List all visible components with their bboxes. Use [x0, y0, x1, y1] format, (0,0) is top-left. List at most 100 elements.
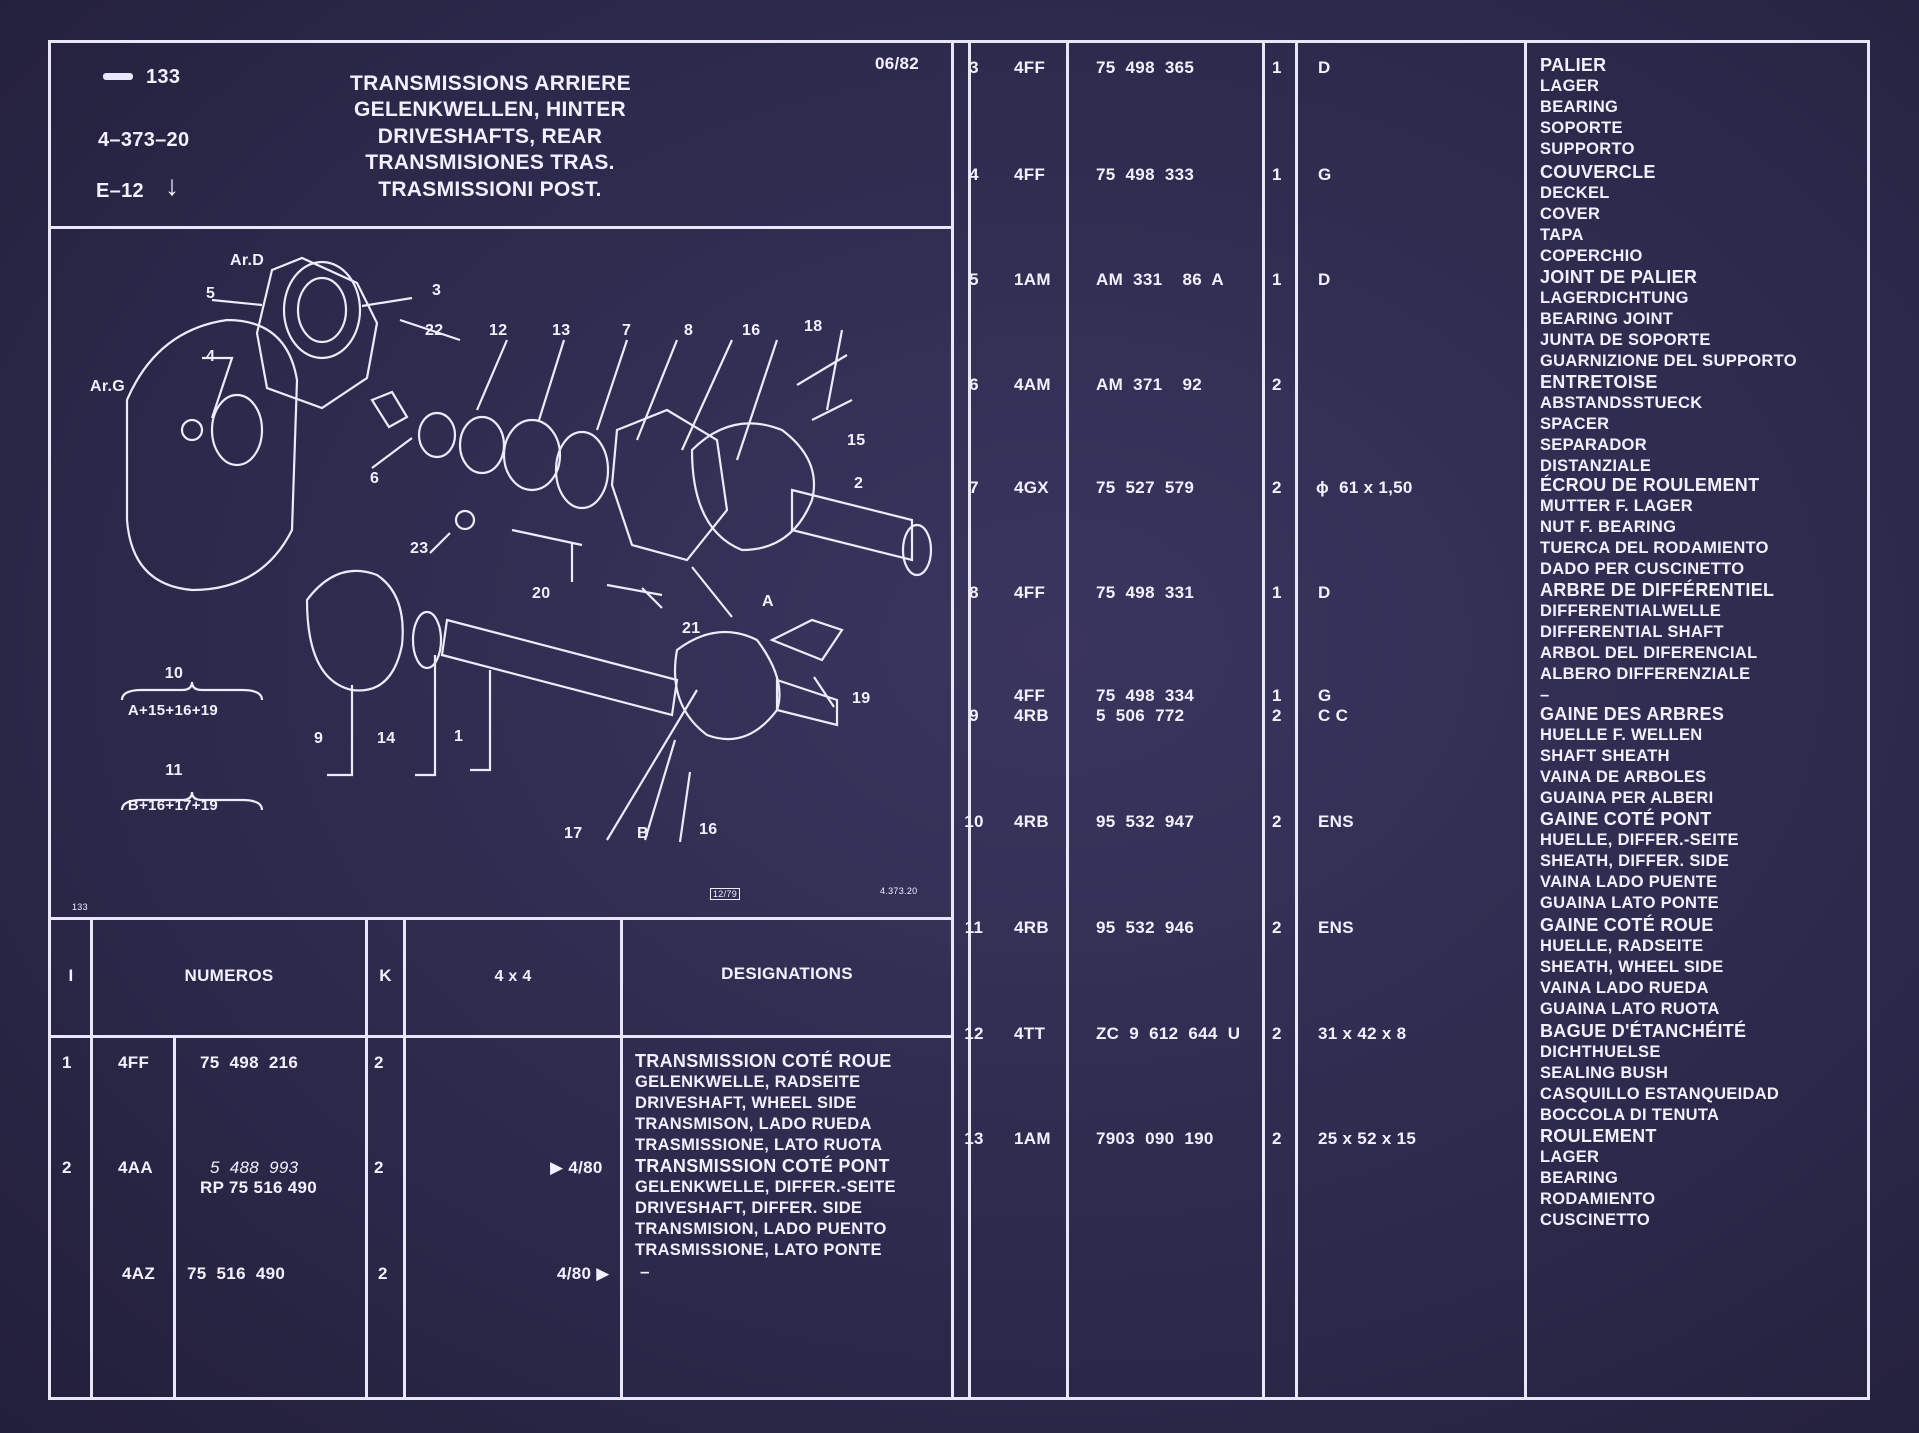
- designation-fr: PALIER: [1540, 55, 1607, 75]
- diagram-footer-page: 133: [72, 902, 88, 912]
- cover-bore: [210, 393, 264, 467]
- designation-en: SHEATH, DIFFER. SIDE: [1540, 851, 1730, 870]
- row-code-2: 4RB: [1014, 706, 1049, 725]
- designation-fr: BAGUE D'ÉTANCHÉITÉ: [1540, 1021, 1747, 1041]
- part-9-boot: [305, 569, 404, 692]
- row-k: 2: [378, 1264, 388, 1283]
- joint-stub: [775, 678, 839, 727]
- designation-fr: GAINE DES ARBRES: [1540, 704, 1725, 724]
- designation-de: DICHTHUELSE: [1540, 1042, 1661, 1061]
- part-14-ring: [411, 610, 443, 670]
- row-spec: 25 x 52 x 15: [1318, 1129, 1417, 1148]
- cover-plate: [125, 318, 299, 592]
- callout-b: B: [637, 825, 649, 842]
- designation-en: BEARING: [1540, 1168, 1619, 1187]
- designation-en: SPACER: [1540, 414, 1610, 433]
- reference-number: 4–373–20: [98, 129, 190, 151]
- designation-de: GELENKWELLE, RADSEITE: [635, 1072, 861, 1091]
- row-spec: ϕ 61 x 1,50: [1316, 478, 1413, 497]
- row-code: 4FF: [1014, 58, 1046, 77]
- title-fr: TRANSMISSIONS ARRIERE: [350, 72, 631, 95]
- col-header-numeros: NUMEROS: [184, 966, 274, 985]
- col-header-designations: DESIGNATIONS: [721, 964, 853, 983]
- col-header-k: K: [379, 966, 392, 985]
- callout-10: 10: [164, 665, 184, 682]
- designation-it: GUAINA PER ALBERI: [1540, 788, 1714, 807]
- designation-en: NUT F. BEARING: [1540, 517, 1677, 536]
- column-header-line: [48, 1035, 954, 1038]
- designation-fr: GAINE COTÉ ROUE: [1540, 915, 1714, 935]
- row-k: 2: [1272, 812, 1282, 831]
- bearing-ring: [282, 260, 362, 360]
- row-index: 7: [969, 478, 979, 497]
- row-index: 4: [969, 165, 979, 184]
- col-line-model: [620, 917, 623, 1400]
- designation-de: ABSTANDSSTUECK: [1540, 393, 1703, 412]
- row-code: 4RB: [1014, 918, 1049, 937]
- designation-de: DIFFERENTIALWELLE: [1540, 601, 1722, 620]
- part-15-boot: [690, 422, 816, 552]
- row-spec: D: [1318, 583, 1331, 602]
- row-k: 2: [1272, 375, 1282, 394]
- row-code: 4RB: [1014, 812, 1049, 831]
- designation-de: DECKEL: [1540, 183, 1610, 202]
- brace-11: [120, 791, 264, 811]
- callout-14: 14: [377, 730, 396, 747]
- row-k: 1: [1272, 583, 1282, 602]
- nut-23: [454, 509, 476, 531]
- row-code: 4FF: [1014, 583, 1046, 602]
- designation-en: DIFFERENTIAL SHAFT: [1540, 622, 1724, 641]
- title-de: GELENKWELLEN, HINTER: [354, 98, 626, 121]
- row-spec: G: [1318, 165, 1332, 184]
- designation-es: VAINA DE ARBOLES: [1540, 767, 1707, 786]
- row-index: 9: [969, 706, 979, 725]
- designation-it: COPERCHIO: [1540, 246, 1643, 265]
- title-en: DRIVESHAFTS, REAR: [377, 125, 603, 148]
- designation-es: VAINA LADO RUEDA: [1540, 978, 1709, 997]
- row-designation: GAINE COTÉ PONT HUELLE, DIFFER.-SEITE SH…: [1540, 809, 1739, 914]
- col-header-model: 4 x 4: [494, 968, 532, 985]
- designation-es: JUNTA DE SOPORTE: [1540, 330, 1711, 349]
- row-designation: BAGUE D'ÉTANCHÉITÉ DICHTHUELSE SEALING B…: [1540, 1021, 1779, 1126]
- col-header-i: I: [68, 966, 74, 985]
- row-designation: ROULEMENT LAGER BEARING RODAMIENTO CUSCI…: [1540, 1126, 1657, 1231]
- right-col-line-k: [1295, 40, 1298, 1400]
- bolt-20: [511, 528, 583, 547]
- part-22: [370, 390, 409, 429]
- row-index: 11: [964, 918, 984, 937]
- row-code: 1AM: [1014, 270, 1051, 289]
- designation-en: SHAFT SHEATH: [1540, 746, 1670, 765]
- designation-de: HUELLE F. WELLEN: [1540, 725, 1703, 744]
- row-number: 5 488 993: [210, 1158, 299, 1177]
- cover-hole: [180, 418, 204, 442]
- designation-fr: ARBRE DE DIFFÉRENTIEL: [1540, 580, 1775, 600]
- part-19: [769, 618, 844, 662]
- row-number: 75 498 365: [1096, 58, 1195, 77]
- label-ar-d: Ar.D: [230, 252, 265, 269]
- callout-8: 8: [684, 322, 694, 339]
- part-16-joint: [673, 630, 781, 741]
- designation-de: LAGERDICHTUNG: [1540, 288, 1689, 307]
- callout-18: 18: [804, 318, 823, 335]
- callout-1: 1: [454, 728, 464, 745]
- down-arrow-icon: ↓: [165, 170, 180, 201]
- row-designation: TRANSMISSION COTÉ ROUE GELENKWELLE, RADS…: [635, 1051, 892, 1156]
- callout-3: 3: [432, 282, 442, 299]
- designation-es: SEPARADOR: [1540, 435, 1647, 454]
- designation-it: TRASMISSIONE, LATO RUOTA: [635, 1135, 883, 1154]
- row-model-date: 4/80 ▶: [557, 1264, 610, 1283]
- designation-it: GUAINA LATO RUOTA: [1540, 999, 1720, 1018]
- callout-7: 7: [622, 322, 632, 339]
- designation-es: TUERCA DEL RODAMIENTO: [1540, 538, 1769, 557]
- row-spec: D: [1318, 270, 1331, 289]
- label-ar-g: Ar.G: [90, 378, 125, 395]
- designation-it: CUSCINETTO: [1540, 1210, 1650, 1229]
- row-k: 2: [1272, 1024, 1282, 1043]
- row-k: 2: [1272, 478, 1282, 497]
- row-designation: COUVERCLE DECKEL COVER TAPA COPERCHIO: [1540, 162, 1656, 267]
- right-col-line-spec: [1524, 40, 1527, 1400]
- designation-en: DRIVESHAFT, DIFFER. SIDE: [635, 1198, 863, 1217]
- callout-12: 12: [489, 322, 508, 339]
- designation-es: CASQUILLO ESTANQUEIDAD: [1540, 1084, 1780, 1103]
- row-number: 75 498 216: [200, 1053, 299, 1072]
